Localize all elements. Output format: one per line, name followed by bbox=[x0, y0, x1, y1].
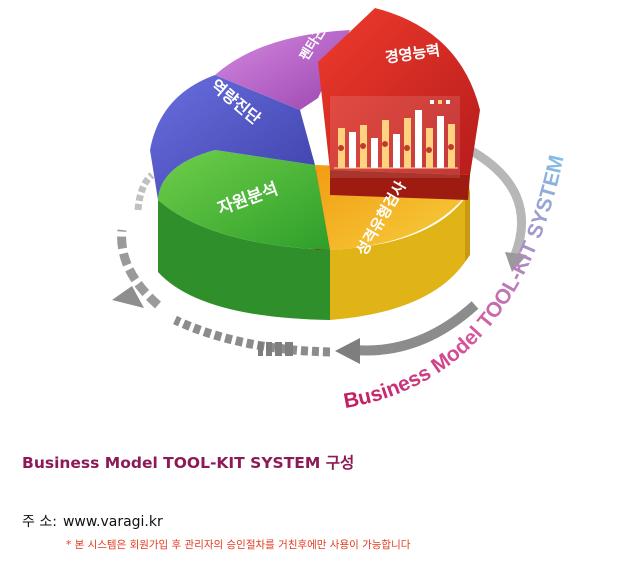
segment-pentagon bbox=[215, 30, 350, 110]
cycle-arrows bbox=[112, 145, 527, 364]
pie-system-diagram: 경영능력 펜타곤 역량진단 자원분석 성격유형검사 Business Model… bbox=[112, 8, 569, 413]
approval-notice: * 본 시스템은 회원가입 후 관리자의 승인절차를 거친후에만 사용이 가능합… bbox=[66, 539, 411, 551]
mini-bar-chart bbox=[330, 96, 460, 178]
address-label: 주 소: bbox=[22, 514, 57, 530]
address-line: 주 소: www.varagi.kr bbox=[22, 511, 163, 531]
segment-resource-analysis bbox=[158, 150, 330, 250]
website-link[interactable]: www.varagi.kr bbox=[62, 514, 163, 530]
segment-competency-diagnosis bbox=[150, 75, 315, 200]
section-title: Business Model TOOL-KIT SYSTEM 구성 bbox=[22, 454, 355, 472]
